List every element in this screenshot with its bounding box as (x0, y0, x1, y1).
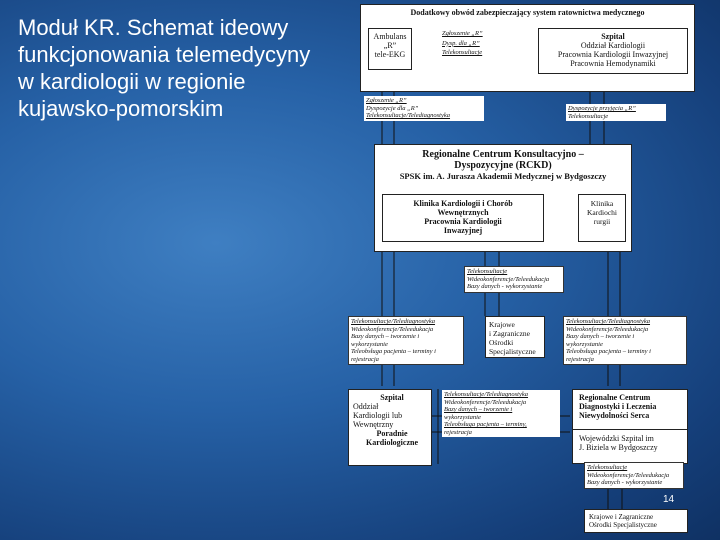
szpital-line: Pracownia Kardiologii Inwazyjnej (557, 50, 669, 59)
note-line: rejestracja (351, 355, 379, 363)
klinika-kardiochirurgii-box: Klinika Kardiochi rurgii (578, 194, 626, 242)
szpital-title: Szpital (380, 393, 404, 402)
note-line: Telekonsultacje/Telediagnostyka (444, 391, 529, 398)
note-line: Telekonsultacje/Telediagnostyka (366, 112, 451, 119)
rcdl-title-line: Regionalne Centrum (579, 393, 651, 402)
note-line: Teleobsługa pacjenta – terminy i (351, 348, 436, 355)
note-line: Wideokonferencje/Teleedukacja (351, 325, 434, 333)
title-line: kujawsko-pomorskim (18, 96, 224, 121)
title-line: Moduł KR. Schemat ideowy (18, 15, 289, 40)
note-line: Telekonsultacje (467, 268, 508, 275)
note-line: Telekonsultacje/Telediagnostyka (566, 318, 651, 325)
szpital-top-box: Szpital Oddział Kardiologii Pracownia Ka… (538, 28, 688, 74)
note-line: wykorzystanie (444, 413, 481, 421)
ambulans-r-label: „R” (383, 41, 397, 50)
krajowe-line: Krajowe (489, 320, 515, 329)
ambulans-box: Ambulans „R” tele-EKG (368, 28, 412, 70)
klinika-kardiologii-box: Klinika Kardiologii i Chorób Wewnętrznyc… (382, 194, 544, 242)
szpital-line: Oddział Kardiologii (580, 41, 646, 50)
krajowe-line: i Zagraniczne (489, 329, 531, 338)
szpital-line: Pracownia Hemodynamiki (570, 59, 656, 68)
note-line: Bazy danych - wykorzystanie (587, 479, 663, 486)
note-line: Teleobsługa pacjenta – terminy i (566, 348, 651, 355)
klinika-line: Klinika (590, 199, 614, 208)
tele-ekg-label: tele-EKG (374, 50, 406, 59)
note-line: rejestracja (566, 355, 594, 363)
note-line: Telekonsultacje (587, 464, 628, 471)
note-line: Zgłoszenie „R” (366, 97, 407, 104)
note-left-top: Zgłoszenie „R” Dyspozycje dla „R” Teleko… (364, 96, 484, 121)
poradnie-line: Kardiologiczne (366, 438, 418, 447)
klinika-line: Pracownia Kardiologii (424, 217, 502, 226)
rcdl-sub-line: J. Biziela w Bydgoszczy (579, 443, 658, 452)
rcdl-sub-line: Wojewódzki Szpital im (579, 434, 654, 443)
note-line: rejestracja (444, 428, 472, 436)
rckd-title: Regionalne Centrum Konsultacyjno – (422, 149, 584, 160)
rcdl-title-line: Niewydolności Serca (579, 411, 650, 420)
note-right-mid: Telekonsultacje/Telediagnostyka Wideokon… (563, 316, 687, 365)
note-line: wykorzystanie (351, 340, 388, 348)
krajowe-osrodki-bottom-box: Krajowe i Zagraniczne Ośrodki Specjalist… (584, 509, 688, 533)
rckd-title: Dyspozycyjne (RCKD) (454, 160, 552, 171)
szpital-line: Oddział (353, 402, 379, 411)
rescue-circuit-frame: Dodatkowy obwód zabezpieczający system r… (360, 4, 695, 92)
note-line: Wideokonferencje/Teleedukacja (467, 275, 550, 283)
link-label: Telekonsultacje (442, 49, 483, 56)
klinika-line: Klinika Kardiologii i Chorób (413, 199, 513, 208)
rcdl-box: Regionalne Centrum Diagnostyki i Leczeni… (572, 389, 688, 464)
note-line: Wideokonferencje/Teleedukacja (587, 471, 670, 479)
krajowe-osrodki-mid-box: Krajowe i Zagraniczne Ośrodki Specjalist… (485, 316, 545, 358)
link-label: Dysp. dla „R” (442, 39, 480, 47)
note-bottom-mid: Telekonsultacje/Telediagnostyka Wideokon… (442, 390, 560, 437)
szpital-title: Szpital (601, 32, 625, 41)
note-line: Telekonsultacje/Telediagnostyka (351, 318, 436, 325)
szpital-bottom-box: Szpital Oddział Kardiologii lub Wewnętrz… (348, 389, 432, 466)
klinika-line: rurgii (593, 217, 611, 226)
note-left-mid: Telekonsultacje/Telediagnostyka Wideokon… (348, 316, 464, 365)
link-label: Zgłoszenie „R” (442, 30, 483, 37)
note-mid: Telekonsultacje Wideokonferencje/Teleedu… (464, 266, 564, 293)
page-number: 14 (663, 494, 675, 505)
note-line: Wideokonferencje/Teleedukacja (566, 325, 649, 333)
szpital-line: Wewnętrzny (353, 420, 394, 429)
note-line: Bazy danych – tworzenie i (351, 333, 420, 340)
krajowe-line: Ośrodki Specjalistyczne (589, 521, 657, 529)
note-line: Bazy danych – tworzenie i (566, 333, 635, 340)
klinika-line: Wewnętrznych (437, 208, 489, 217)
klinika-line: Inwazyjnej (443, 226, 483, 235)
klinika-line: Kardiochi (587, 208, 617, 217)
ambulans-link-labels: Zgłoszenie „R” Dysp. dla „R” Telekonsult… (440, 29, 520, 58)
krajowe-line: Ośrodki (489, 338, 514, 347)
rescue-circuit-header: Dodatkowy obwód zabezpieczający system r… (410, 8, 645, 17)
title-line: funkcjonowania telemedycyny (18, 42, 311, 67)
rckd-subtitle: SPSK im. A. Jurasza Akademii Medycznej w… (399, 171, 607, 181)
krajowe-line: Specjalistyczne (489, 347, 536, 356)
krajowe-line: Krajowe i Zagraniczne (589, 513, 654, 521)
note-line: Teleobsługa pacjenta – terminy, (444, 421, 527, 428)
note-right-top: Dyspozycje przyjęcia „R” Telekonsultacje (566, 104, 666, 121)
poradnie-line: Poradnie (376, 429, 408, 438)
rcdl-title-line: Diagnostyki i Leczenia (579, 402, 657, 411)
rcdl-title: Regionalne Centrum Diagnostyki i Leczeni… (573, 390, 687, 430)
note-line: Dyspozycje przyjęcia „R” (568, 105, 636, 112)
note-line: Wideokonferencje/Teleedukacja (444, 398, 527, 406)
note-line: Telekonsultacje (568, 112, 609, 120)
slide-title: Moduł KR. Schemat ideowy funkcjonowania … (18, 14, 348, 122)
title-line: w kardiologii w regionie (18, 69, 246, 94)
note-bottom-right: Telekonsultacje Wideokonferencje/Teleedu… (584, 462, 684, 489)
ambulans-label: Ambulans (373, 32, 407, 41)
telemedicine-diagram: Dodatkowy obwód zabezpieczający system r… (348, 4, 695, 540)
note-line: Bazy danych - wykorzystanie (467, 283, 543, 290)
note-line: Bazy danych – tworzenie i (444, 406, 513, 413)
rcdl-sub: Wojewódzki Szpital im J. Biziela w Bydgo… (573, 430, 687, 452)
szpital-line: Kardiologii lub (353, 411, 403, 420)
note-line: wykorzystanie (566, 340, 603, 348)
note-line: Dyspozycje dla „R” (366, 104, 419, 112)
